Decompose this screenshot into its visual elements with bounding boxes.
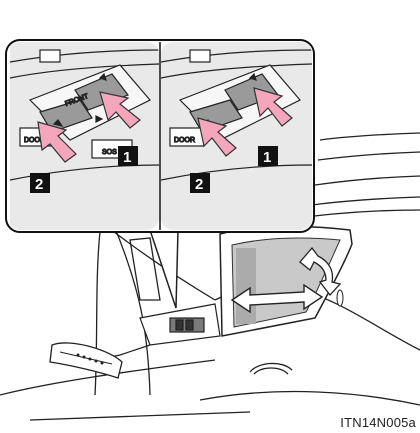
mirror-dot [83, 356, 86, 359]
moonroof [220, 227, 352, 336]
callout-badge-1-label: 1 [263, 149, 271, 166]
grab-handle [250, 363, 292, 374]
map-light-lens [40, 50, 60, 62]
callout-badge-1-label: 1 [123, 149, 131, 166]
mirror-dot [101, 362, 104, 365]
sos-button-text: SOS [102, 149, 117, 156]
moonroof-inner-shade [236, 248, 256, 324]
mirror-dot [89, 358, 92, 361]
roof-rib [312, 197, 420, 205]
callout-badge-2-label: 2 [195, 176, 203, 193]
headliner-rear [200, 392, 420, 405]
mirror-dot [95, 360, 98, 363]
image-code: ITN14N005a [340, 415, 416, 430]
callout-pointer [150, 230, 178, 308]
left-detail-panel: FRONT DOOR SOS 1 2 [10, 40, 160, 230]
moonroof-latch [337, 290, 343, 306]
callout-badge-2-label: 2 [35, 176, 43, 193]
door-button-text: DOOR [174, 137, 195, 144]
console-button [176, 320, 183, 330]
map-light-lens [190, 50, 210, 62]
roof-rib [320, 133, 420, 140]
overhead-console [105, 304, 220, 358]
console-button [186, 320, 193, 330]
mirror-dot [77, 354, 80, 357]
roof-rib [318, 152, 420, 160]
seat-outline [30, 412, 250, 420]
rearview-mirror [50, 343, 122, 378]
right-detail-panel: DOOR 1 2 [161, 40, 314, 230]
roof-rib [315, 176, 420, 185]
